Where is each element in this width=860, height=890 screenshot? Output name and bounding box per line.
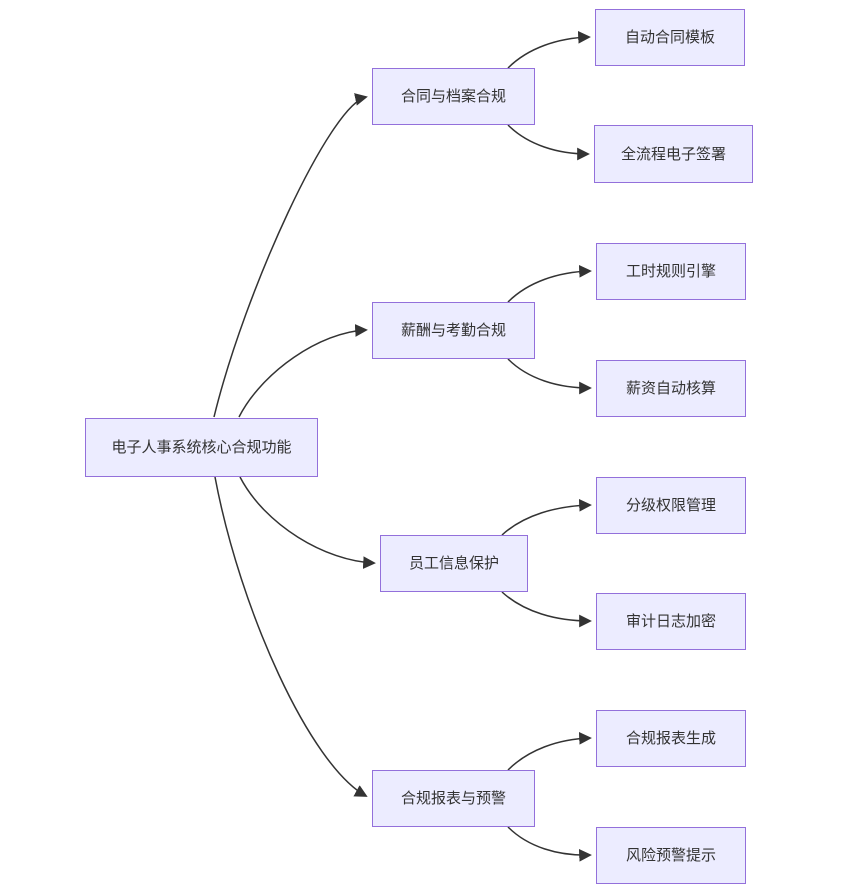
edge-report-to-report-gen <box>507 731 592 771</box>
node-auto-contract-template: 自动合同模板 <box>595 9 745 66</box>
node-tiered-permission-management: 分级权限管理 <box>596 477 746 534</box>
node-root-hr-compliance: 电子人事系统核心合规功能 <box>85 418 318 477</box>
edge-contract-to-esign <box>507 124 590 161</box>
node-risk-warning-prompt: 风险预警提示 <box>596 827 746 884</box>
node-employee-info-protection: 员工信息保护 <box>380 535 528 592</box>
node-compliance-report-generation: 合规报表生成 <box>596 710 746 767</box>
edge-root-to-compliance-report-warning <box>214 476 368 797</box>
node-compliance-report-warning: 合规报表与预警 <box>372 770 535 827</box>
edge-report-to-risk-warning <box>507 826 592 862</box>
edge-info-to-permission <box>501 498 592 536</box>
edge-contract-to-template <box>507 30 591 69</box>
node-payroll-attendance-compliance: 薪酬与考勤合规 <box>372 302 535 359</box>
node-auto-salary-calculation: 薪资自动核算 <box>596 360 746 417</box>
edge-root-to-contract-compliance <box>213 93 368 418</box>
node-audit-log-encryption: 审计日志加密 <box>596 593 746 650</box>
node-full-process-esign: 全流程电子签署 <box>594 125 753 183</box>
edge-root-to-payroll-compliance <box>238 324 368 418</box>
edge-info-to-audit-log <box>501 591 592 628</box>
edge-payroll-to-auto-calc <box>507 358 592 395</box>
edge-payroll-to-hours-engine <box>507 264 592 303</box>
node-contract-archive-compliance: 合同与档案合规 <box>372 68 535 125</box>
edge-root-to-employee-info-protection <box>239 476 376 569</box>
node-working-hours-rule-engine: 工时规则引擎 <box>596 243 746 300</box>
